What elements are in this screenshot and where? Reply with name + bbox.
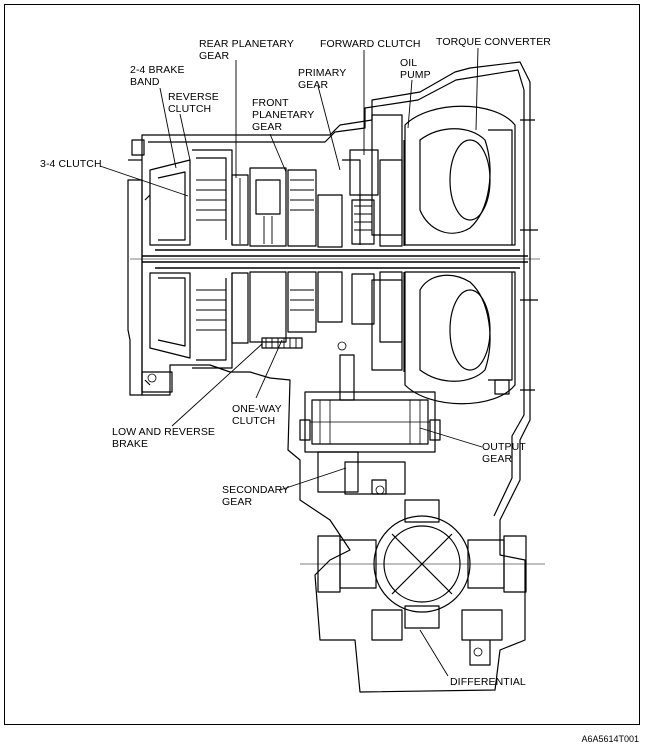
label-differential: DIFFERENTIAL <box>450 676 526 688</box>
output-secondary-gear-assembly <box>299 354 441 495</box>
label-secondary-gear: SECONDARY GEAR <box>222 484 290 508</box>
label-primary-gear: PRIMARY GEAR <box>298 67 347 91</box>
label-oil-pump: OIL PUMP <box>400 57 431 81</box>
label-3-4-clutch: 3-4 CLUTCH <box>40 158 102 170</box>
label-forward-clutch: FORWARD CLUTCH <box>320 38 421 50</box>
label-output-gear: OUTPUT GEAR <box>482 441 526 465</box>
figure-code: A6A5614T001 <box>581 734 639 744</box>
planetary-clutch-assembly-upper <box>149 140 405 248</box>
label-reverse-clutch: REVERSE CLUTCH <box>168 91 219 115</box>
label-rear-planetary-gear: REAR PLANETARY GEAR <box>199 38 294 62</box>
main-shaft <box>130 249 540 269</box>
planetary-clutch-assembly-lower <box>149 271 405 372</box>
differential-assembly <box>300 499 545 666</box>
label-one-way-clutch: ONE-WAY CLUTCH <box>232 403 282 427</box>
torque-converter <box>371 105 516 405</box>
fastener-details <box>147 341 483 657</box>
figure-frame <box>4 4 640 725</box>
leader-lines <box>99 47 483 677</box>
label-low-and-reverse-brake: LOW AND REVERSE BRAKE <box>112 426 216 450</box>
label-torque-converter: TORQUE CONVERTER <box>436 36 551 48</box>
label-front-planetary-gear: FRONT PLANETARY GEAR <box>252 97 315 133</box>
label-2-4-brake-band: 2-4 BRAKE BAND <box>130 64 185 88</box>
transmission-case-outline <box>127 61 538 693</box>
